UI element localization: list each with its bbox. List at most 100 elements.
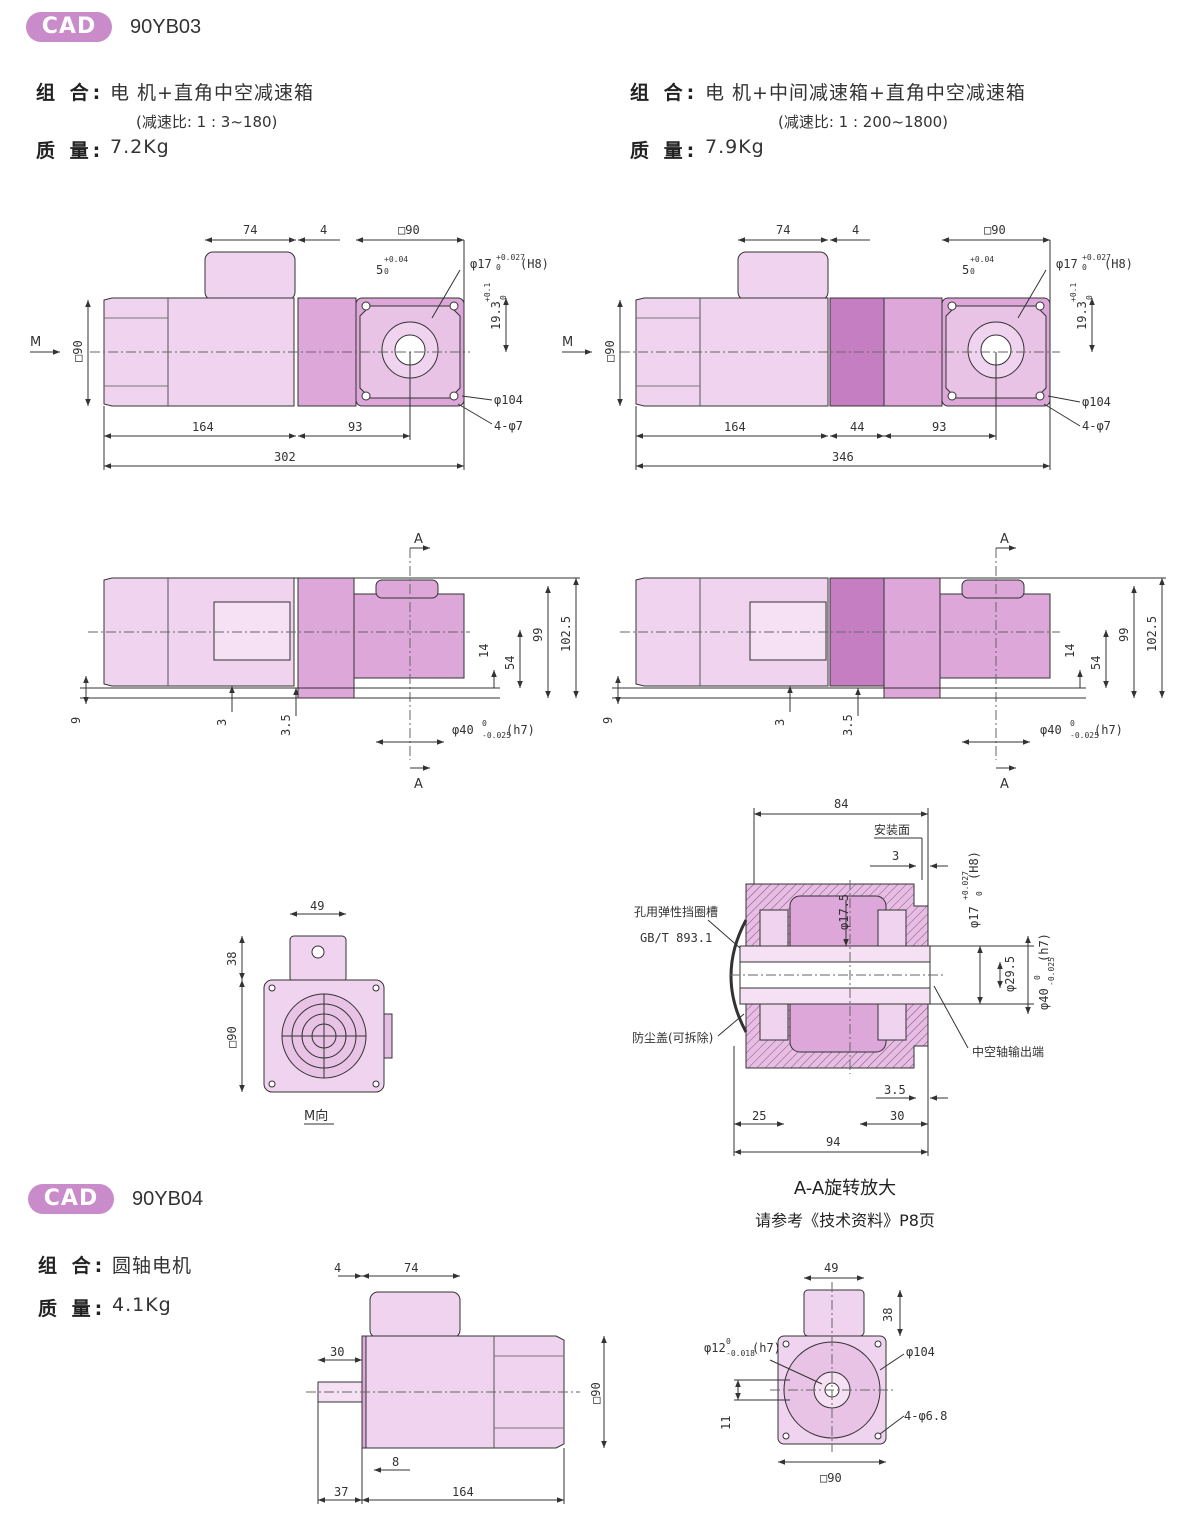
dim-9-r: 9 <box>601 717 615 724</box>
dim-74-round: 74 <box>404 1261 418 1275</box>
dim-phi17-aa-upper-tol: +0.027 <box>961 871 970 900</box>
mass-value-3: 4.1Kg <box>112 1294 172 1316</box>
dim-164-round: 164 <box>452 1485 474 1499</box>
dim-19-3-lower-tol: 0 <box>499 295 508 300</box>
dim-phi40-r: φ40 <box>1040 723 1062 737</box>
drawing-m-view <box>239 911 393 1125</box>
dim-99: 99 <box>531 628 545 642</box>
drawing-round-side <box>306 1273 607 1504</box>
dim-4-phi7: 4-φ7 <box>494 419 523 433</box>
dim-h8: (H8) <box>520 257 549 271</box>
dim-h7: (h7) <box>506 723 535 737</box>
dim-19-3-upper-tol: +0.1 <box>483 283 492 302</box>
dim-3-aa: 3 <box>892 849 899 863</box>
section-mark-a-bottom-r: A <box>1000 777 1009 792</box>
dim-phi40-aa: φ40 <box>1037 988 1051 1010</box>
drawing-side-right <box>612 545 1166 771</box>
combo-value-2: 电 机+中间减速箱+直角中空减速箱 <box>705 82 1026 104</box>
dim-phi104-round: φ104 <box>906 1345 935 1359</box>
dim-94: 94 <box>826 1135 840 1149</box>
dim-square-90-side: □90 <box>71 340 85 362</box>
mass-value-1: 7.2Kg <box>110 136 170 158</box>
dim-74: 74 <box>243 223 257 237</box>
dim-3: 3 <box>215 719 229 726</box>
dim-38-round: 38 <box>881 1308 895 1322</box>
dim-54-r: 54 <box>1089 656 1103 670</box>
dim-44-r: 44 <box>850 420 864 434</box>
dim-54: 54 <box>503 656 517 670</box>
dim-square-90-round-front: □90 <box>820 1471 842 1485</box>
dim-102-5: 102.5 <box>559 616 573 652</box>
drawing-top-right <box>562 237 1095 470</box>
drawing-round-front <box>734 1275 905 1465</box>
mass-label-2: 质 量: <box>630 140 699 162</box>
mass-label-1: 质 量: <box>36 140 105 162</box>
combo-label-3: 组 合: <box>38 1255 107 1277</box>
terminal-box-side <box>213 601 291 661</box>
dim-phi17-upper-tol-r: +0.027 <box>1082 253 1111 262</box>
combo-label-2: 组 合: <box>630 82 699 104</box>
dim-phi12-upper-tol: 0 <box>726 1337 731 1346</box>
model-90yb03: 90YB03 <box>130 16 202 38</box>
dim-h7-aa: (h7) <box>1037 933 1051 962</box>
dim-30-round: 30 <box>330 1345 344 1359</box>
dim-phi17-aa: φ17 <box>967 906 981 928</box>
dim-3-5-r: 3.5 <box>841 714 855 736</box>
dim-phi40: φ40 <box>452 723 474 737</box>
dim-5-lower-tol: 0 <box>384 267 389 276</box>
dim-30-aa: 30 <box>890 1109 904 1123</box>
label-m-direction: M向 <box>304 1108 328 1124</box>
dim-19-3: 19.3 <box>489 301 503 330</box>
dim-phi12-lower-tol: -0.018 <box>726 1349 755 1358</box>
cad-badge-90yb03[interactable]: CAD <box>26 12 112 42</box>
dim-h7-round: (h7) <box>752 1341 781 1355</box>
dim-4-r: 4 <box>852 223 859 237</box>
dim-phi29-5: φ29.5 <box>1003 956 1017 992</box>
section-mark-a-top: A <box>414 532 423 547</box>
dim-93-r: 93 <box>932 420 946 434</box>
dim-phi40-upper-tol-r: 0 <box>1070 719 1075 728</box>
dim-square-90-side-r: □90 <box>603 340 617 362</box>
dim-3-5-aa: 3.5 <box>884 1083 906 1097</box>
dim-5-upper-tol: +0.04 <box>384 255 408 264</box>
label-dust-cover: 防尘盖(可拆除) <box>632 1030 713 1045</box>
section-caption: A-A旋转放大 <box>793 1178 897 1199</box>
cad-badge-90yb04[interactable]: CAD <box>28 1184 114 1214</box>
dim-19-3-upper-tol-r: +0.1 <box>1069 283 1078 302</box>
section-mark-a-top-r: A <box>1000 532 1009 547</box>
label-mounting-face: 安装面 <box>874 822 910 837</box>
section-reference: 请参考《技术资料》P8页 <box>755 1211 935 1230</box>
terminal-box <box>204 251 296 301</box>
dim-5-r: 5 <box>962 263 969 277</box>
dim-phi17-r: φ17 <box>1056 257 1078 271</box>
dim-84: 84 <box>834 797 848 811</box>
dim-3-r: 3 <box>773 719 787 726</box>
label-m-r: M <box>562 335 573 350</box>
label-m: M <box>30 335 41 350</box>
dim-4-phi7-r: 4-φ7 <box>1082 419 1111 433</box>
ratio-note-1: (减速比: 1 : 3~180) <box>136 113 278 131</box>
dim-phi12: φ12 <box>704 1341 726 1355</box>
dim-phi40-lower-tol: -0.025 <box>482 731 511 740</box>
dim-99-r: 99 <box>1117 628 1131 642</box>
dim-302: 302 <box>274 450 296 464</box>
dim-9: 9 <box>69 717 83 724</box>
dim-phi104-r: φ104 <box>1082 395 1111 409</box>
dim-4-phi6-8: 4-φ6.8 <box>904 1409 947 1423</box>
dim-19-3-r: 19.3 <box>1075 301 1089 330</box>
dim-phi17-aa-lower-tol: 0 <box>975 891 984 896</box>
model-90yb04: 90YB04 <box>132 1188 204 1210</box>
dim-square-90: □90 <box>398 223 420 237</box>
dim-37: 37 <box>334 1485 348 1499</box>
dim-346: 346 <box>832 450 854 464</box>
dim-4: 4 <box>320 223 327 237</box>
dim-h8-r: (H8) <box>1104 257 1133 271</box>
drawing-side-left <box>80 545 580 771</box>
dim-49-round: 49 <box>824 1261 838 1275</box>
dim-square-90-r: □90 <box>984 223 1006 237</box>
mass-value-2: 7.9Kg <box>705 136 765 158</box>
dim-phi40-aa-lower-tol: -0.025 <box>1047 957 1056 986</box>
dim-phi17-5: φ17.5 <box>837 894 851 930</box>
dim-102-5-r: 102.5 <box>1145 616 1159 652</box>
combo-label-1: 组 合: <box>36 82 105 104</box>
